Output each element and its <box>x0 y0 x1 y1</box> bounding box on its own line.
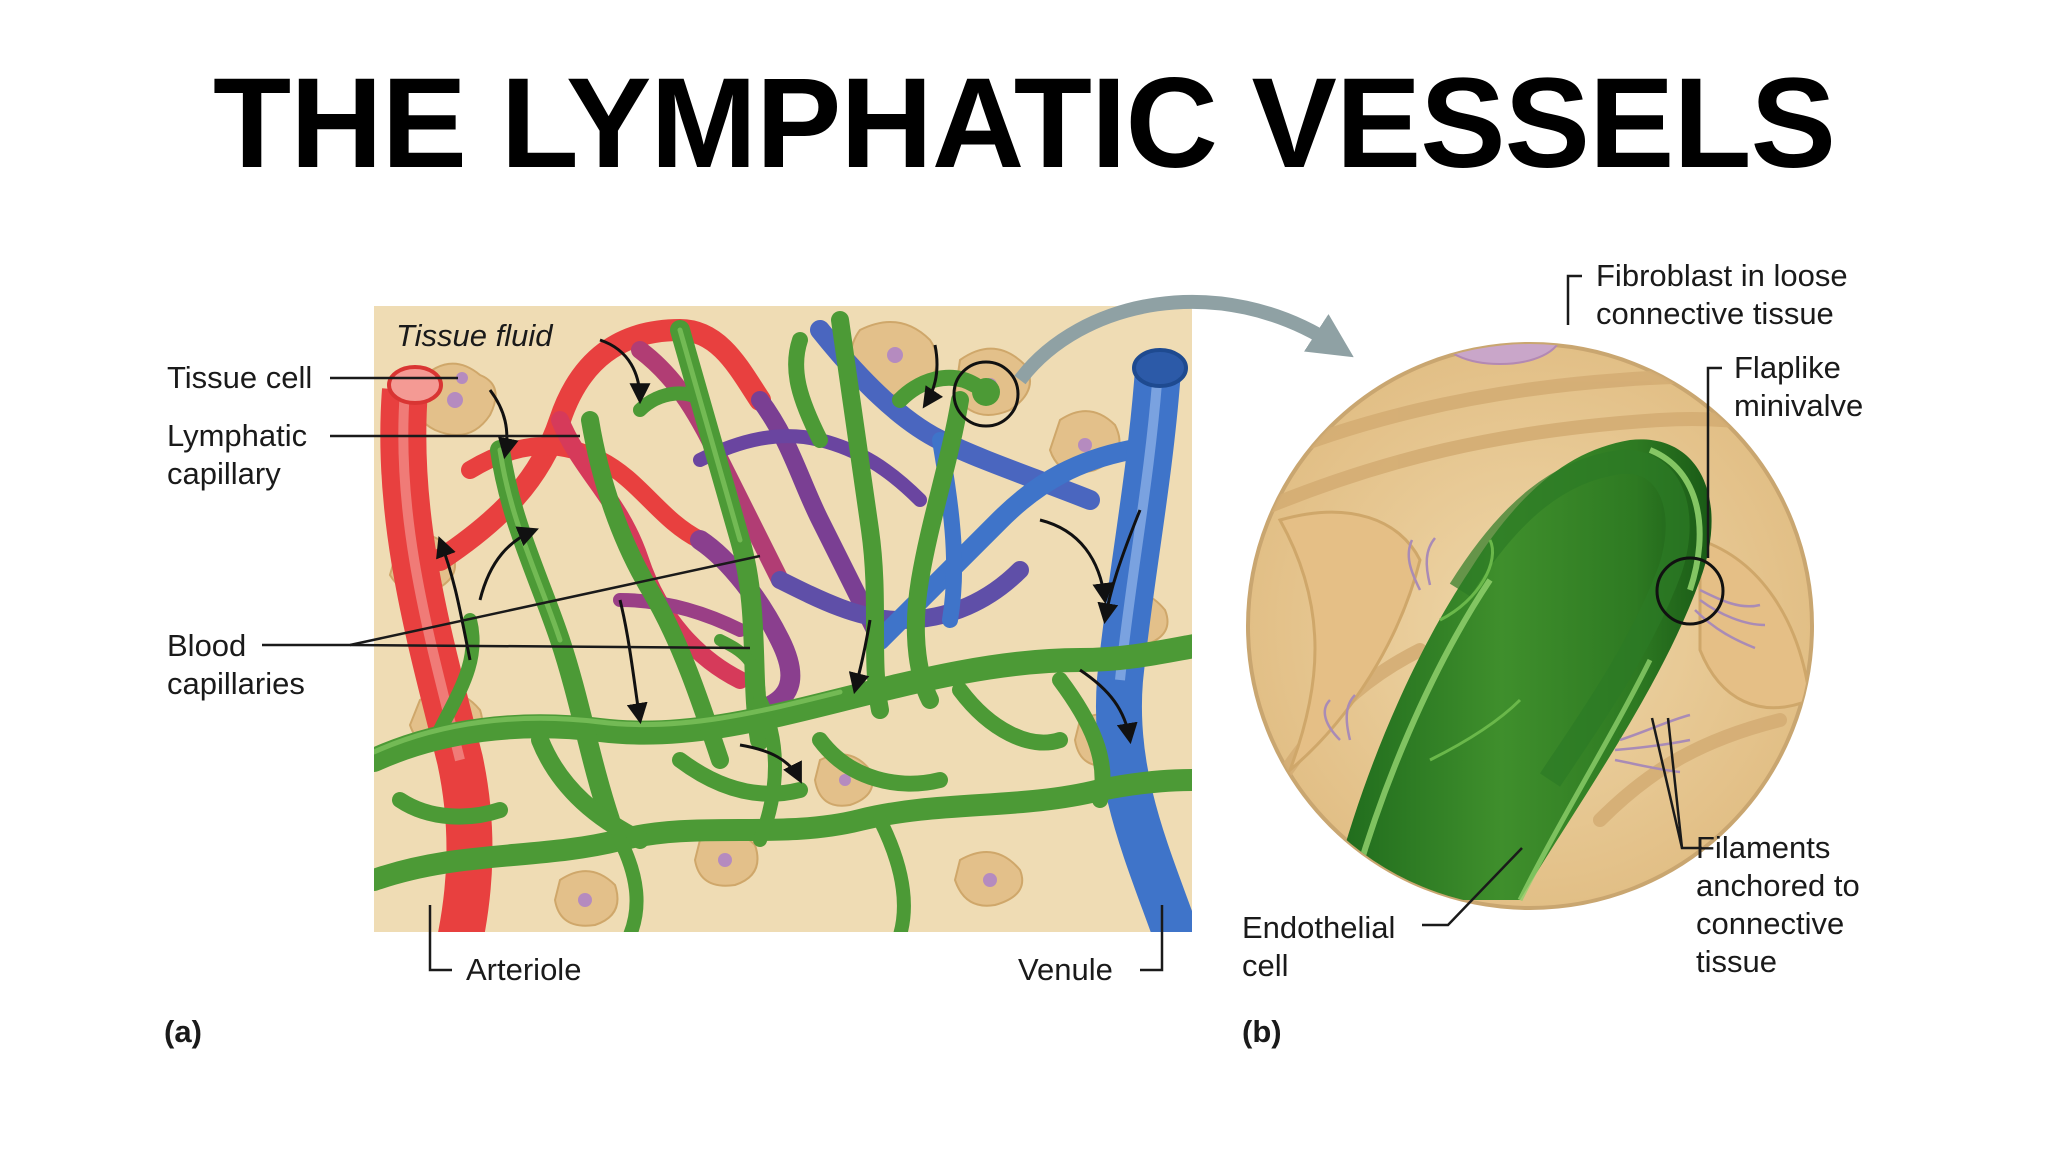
minivalve-circle <box>1655 556 1725 626</box>
label-endothelial-line2: cell <box>1242 948 1289 983</box>
label-filaments-line2: anchored to <box>1696 868 1860 903</box>
anchoring-filaments <box>1323 537 1766 774</box>
flow-arrows <box>436 338 1142 784</box>
magnify-circle <box>952 360 1020 428</box>
label-arteriole: Arteriole <box>466 952 582 987</box>
panel-a-illustration <box>374 306 1192 932</box>
label-blood-capillaries-line2: capillaries <box>167 666 305 701</box>
magnify-arrow <box>1014 294 1354 385</box>
slide-title: THE LYMPHATIC VESSELS <box>213 52 1836 195</box>
label-flaplike-line2: minivalve <box>1734 388 1864 423</box>
fibroblast-nucleus <box>1439 344 1561 365</box>
panel-a-id: (a) <box>164 1014 202 1049</box>
panel-a-leader-lines <box>262 376 1164 972</box>
label-filaments-line4: tissue <box>1696 944 1777 979</box>
panel-b-id: (b) <box>1242 1014 1282 1049</box>
venule-vessel <box>1095 348 1192 932</box>
label-endothelial-line1: Endothelial <box>1242 910 1396 945</box>
label-venule: Venule <box>1018 952 1113 987</box>
label-blood-capillaries-line1: Blood <box>167 628 247 663</box>
label-flaplike-line1: Flaplike <box>1734 350 1841 385</box>
label-filaments-line1: Filaments <box>1696 830 1831 865</box>
label-lymphatic-capillary-line1: Lymphatic <box>167 418 308 453</box>
label-fibroblast-line1: Fibroblast in loose <box>1596 258 1848 293</box>
panel-b-illustration <box>1246 342 1814 910</box>
label-tissue-fluid: Tissue fluid <box>396 318 553 353</box>
label-tissue-cell: Tissue cell <box>167 360 313 395</box>
label-filaments-line3: connective <box>1696 906 1845 941</box>
label-fibroblast-line2: connective tissue <box>1596 296 1834 331</box>
panel-b-leader-lines <box>1422 274 1722 927</box>
lymphatic-tube <box>1330 439 1712 902</box>
label-lymphatic-capillary-line2: capillary <box>167 456 281 491</box>
